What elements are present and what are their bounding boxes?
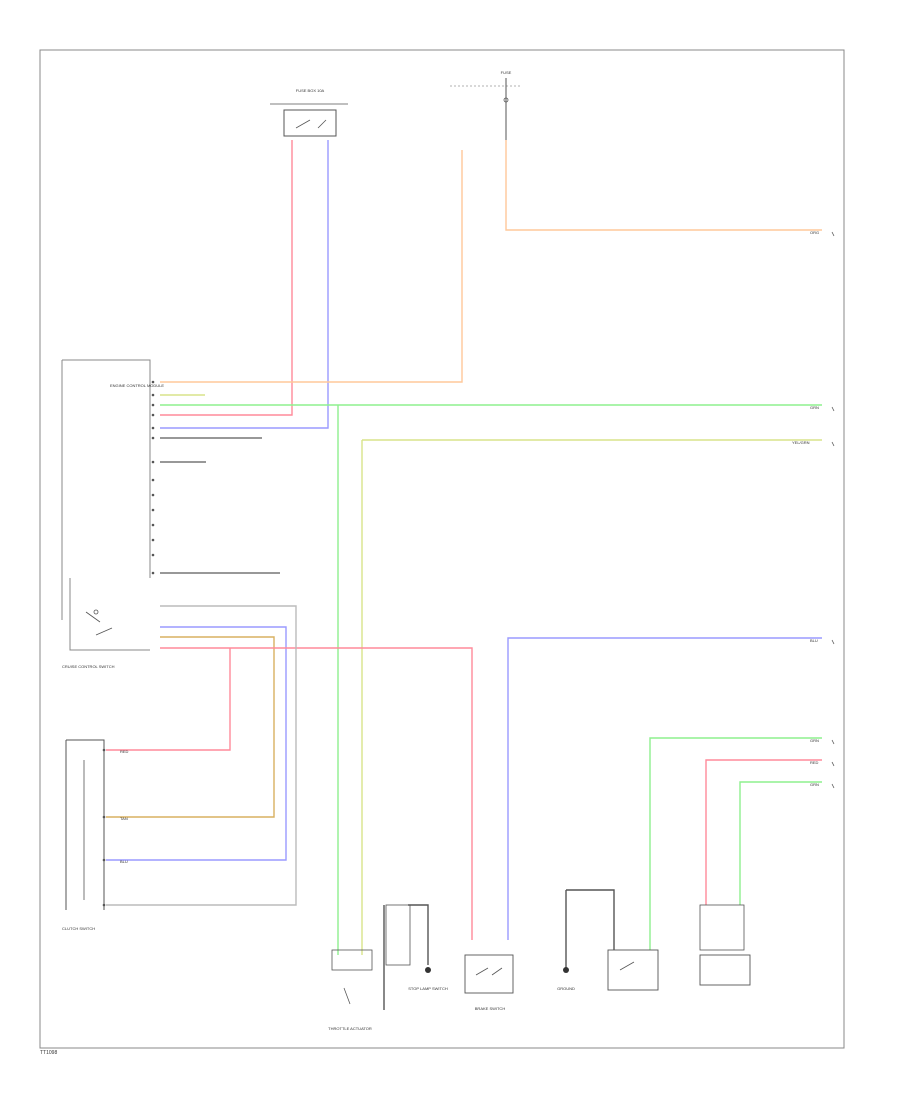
wire-label-green-3: GRN (810, 782, 819, 787)
wire-black-a (408, 904, 429, 965)
clutch-switch-label: CLUTCH SWITCH (62, 926, 95, 931)
ecm-label: ENGINE CONTROL MODULE (110, 383, 164, 388)
right-module-a (607, 949, 659, 991)
wire-label-green-2: GRN (810, 738, 819, 743)
engine-control-module: ENGINE CONTROL MODULE (61, 359, 164, 620)
wire-label-blue: BLU (810, 638, 818, 643)
wire-label-tan: TAN (120, 816, 128, 821)
clutch-switch: CLUTCH SWITCH (62, 739, 106, 931)
wire-orange-right (505, 140, 822, 231)
wire-label-red-2: RED (120, 749, 129, 754)
wire-orange-left (160, 150, 463, 383)
top-fuse-box: FUSE BOX 10A (270, 88, 348, 137)
wire-green-right1 (649, 737, 822, 950)
wire-black-b (566, 889, 615, 950)
cruise-control-switch: CRUISE CONTROL SWITCH (62, 578, 150, 669)
wire-red-cruise (160, 647, 473, 940)
wire-red-loop (106, 648, 231, 751)
wire-red-right (705, 759, 822, 905)
wire-label-orange: ORG (810, 230, 819, 235)
wire-blue-right (507, 637, 822, 940)
top-right-fuse-label: FUSE (501, 70, 512, 75)
wire-green-right2 (739, 781, 822, 905)
wire-blue-cruise (106, 626, 287, 861)
wire-blue-top (160, 140, 329, 429)
right-connectors (831, 231, 835, 789)
wire-red-top (160, 140, 293, 416)
top-fuse-box-label: FUSE BOX 10A (296, 88, 325, 93)
ground-point: GROUND (557, 967, 575, 991)
brake-switch: BRAKE SWITCH (464, 954, 514, 1011)
right-module-b (699, 904, 751, 986)
cruise-switch-label: CRUISE CONTROL SWITCH (62, 664, 115, 669)
wire-label-yellowgreen: YEL/GRN (792, 440, 810, 445)
diagram-frame (39, 49, 845, 1049)
wire-label-blue-2: BLU (120, 859, 128, 864)
throttle-actuator-label: THROTTLE ACTUATOR (328, 1026, 372, 1031)
stop-lamp-switch: STOP LAMP SWITCH (385, 904, 448, 991)
top-right-fuse: FUSE (450, 70, 520, 140)
wire-tan-cruise (106, 636, 275, 818)
wire-grey-4 (106, 605, 297, 906)
wire-labels: ORG GRN YEL/GRN BLU GRN RED GRN RED TAN … (120, 230, 819, 864)
wire-label-green: GRN (810, 405, 819, 410)
stop-lamp-switch-label: STOP LAMP SWITCH (408, 986, 448, 991)
throttle-actuator: THROTTLE ACTUATOR (328, 949, 373, 1031)
wire-label-red: RED (810, 760, 819, 765)
page-code: TT1098 (40, 1050, 57, 1056)
ground-label: GROUND (557, 986, 575, 991)
wires (106, 140, 822, 1010)
brake-switch-label: BRAKE SWITCH (475, 1006, 506, 1011)
